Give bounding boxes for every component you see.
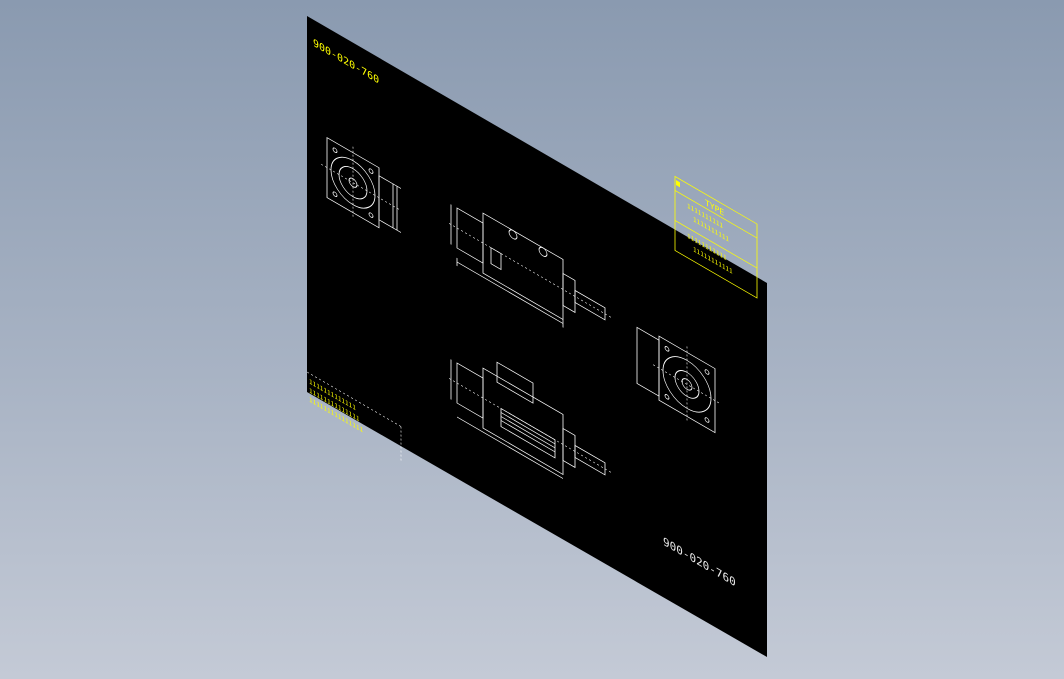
flange-end-view[interactable] [321, 128, 401, 246]
terminal-box [496, 361, 534, 404]
rotor-section [500, 407, 556, 459]
motor-side-view-bottom[interactable] [449, 334, 613, 507]
drawing-sheet [307, 16, 767, 657]
motor-side-view-top[interactable] [449, 193, 613, 356]
spec-table-border [674, 175, 758, 299]
rear-end-view[interactable] [636, 317, 721, 442]
